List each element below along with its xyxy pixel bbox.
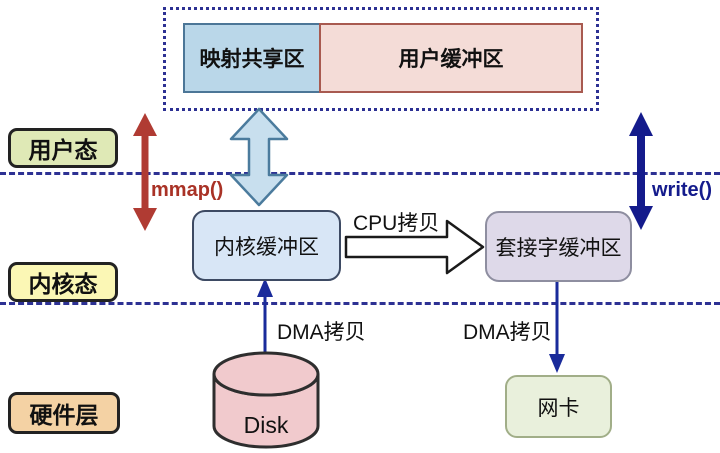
nic-box: 网卡	[505, 375, 612, 438]
write-double-arrow-icon	[629, 112, 653, 230]
disk-label: Disk	[243, 412, 289, 438]
socket-buffer-box: 套接字缓冲区	[485, 211, 632, 282]
user-buffer-box: 用户缓冲区	[319, 23, 583, 93]
user-kernel-boundary-line	[0, 172, 720, 175]
cpu-copy-block-arrow-icon	[344, 219, 485, 275]
kernel-hardware-boundary-line	[0, 302, 720, 305]
mapped-shared-region-box: 映射共享区	[183, 23, 321, 93]
mmap-double-arrow-icon	[133, 113, 157, 231]
dma-copy-disk-label: DMA拷贝	[277, 321, 366, 344]
user-space-memory-group	[163, 7, 599, 111]
hardware-layer-label: 硬件层	[8, 392, 120, 434]
user-mode-layer-label: 用户态	[8, 128, 118, 168]
dma-copy-nic-label: DMA拷贝	[463, 321, 552, 344]
mmap-syscall-label: mmap()	[151, 179, 224, 201]
dma-disk-arrow-icon	[257, 278, 273, 355]
dma-nic-arrow-icon	[549, 278, 565, 373]
cpu-copy-label: CPU拷贝	[353, 212, 440, 235]
kernel-mode-layer-label: 内核态	[8, 262, 118, 302]
mmap-block-double-arrow-icon	[229, 107, 289, 207]
kernel-buffer-box: 内核缓冲区	[192, 210, 341, 281]
write-syscall-label: write()	[652, 179, 712, 201]
disk-cylinder-icon	[212, 351, 320, 449]
